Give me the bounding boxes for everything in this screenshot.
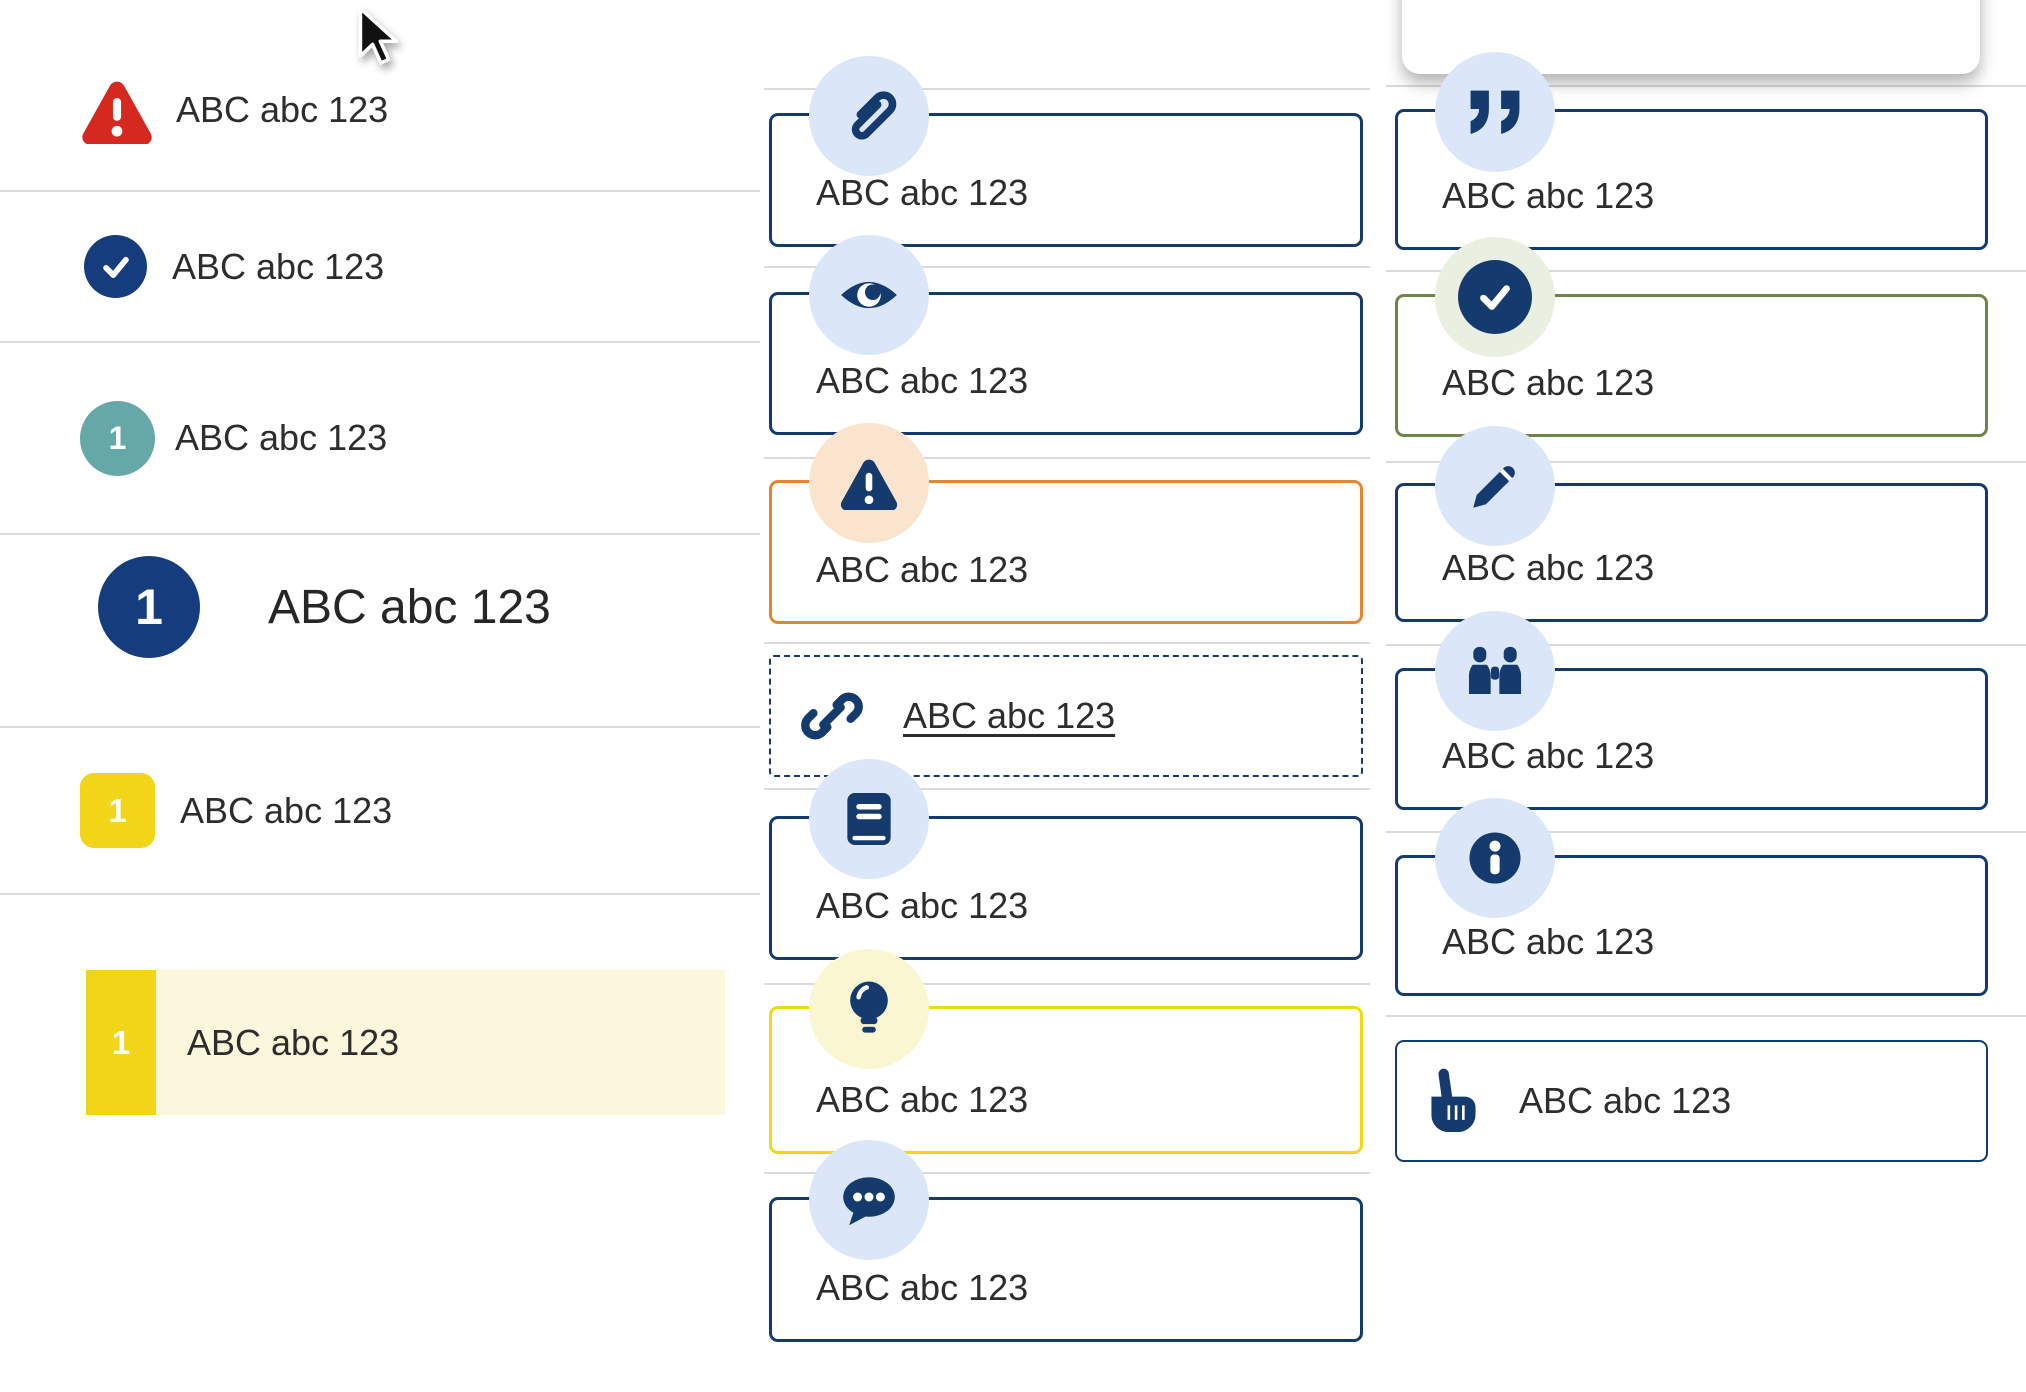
divider <box>764 788 1370 790</box>
callout-attachment: ABC abc 123 <box>769 56 1363 247</box>
callout-label: ABC abc 123 <box>1442 921 1655 962</box>
paperclip-icon <box>809 56 929 176</box>
callout-label: ABC abc 123 <box>816 1079 1029 1120</box>
pointing-hand-icon <box>1431 1068 1476 1133</box>
divider <box>764 1172 1370 1174</box>
callout-link-text[interactable]: ABC abc 123 <box>903 695 1116 736</box>
callout-info: ABC abc 123 <box>1395 798 1988 996</box>
eye-icon <box>809 235 929 355</box>
divider <box>1386 270 2026 272</box>
divider <box>0 533 760 535</box>
check-circle-icon <box>84 235 147 298</box>
callout-label: ABC abc 123 <box>816 885 1029 926</box>
callout-link[interactable]: ABC abc 123 <box>769 655 1363 777</box>
list-item-step-large: 1 ABC abc 123 <box>0 535 760 726</box>
callout-label: ABC abc 123 <box>1442 547 1655 588</box>
middle-callout-column: ABC abc 123 ABC abc 123 ABC abc 123 ABC … <box>764 0 1370 1342</box>
book-icon <box>809 759 929 879</box>
divider <box>0 893 760 895</box>
list-item-highlighted[interactable]: 1 ABC abc 123 <box>86 970 725 1115</box>
list-item-label: ABC abc 123 <box>172 245 385 287</box>
list-item-step-yellow: 1 ABC abc 123 <box>0 728 760 893</box>
warning-triangle-icon <box>82 81 152 144</box>
divider <box>1386 461 2026 463</box>
divider <box>764 642 1370 644</box>
divider <box>764 266 1370 268</box>
number-badge-teal: 1 <box>80 400 155 476</box>
callout-eye: ABC abc 123 <box>769 235 1363 435</box>
callout-label: ABC abc 123 <box>816 1267 1029 1308</box>
right-callout-column: ABC abc 123 ABC abc 123 ABC abc 123 ABC <box>1386 0 2026 1162</box>
divider <box>0 341 760 343</box>
divider <box>764 88 1370 90</box>
list-item-check: ABC abc 123 <box>0 192 760 341</box>
binoculars-icon <box>1435 611 1555 731</box>
check-circle-icon <box>1435 237 1555 357</box>
callout-warning: ABC abc 123 <box>769 423 1363 624</box>
mouse-cursor <box>358 6 399 65</box>
divider <box>1386 831 2026 833</box>
number-badge-square: 1 <box>80 773 155 848</box>
list-item-label: ABC abc 123 <box>175 417 388 458</box>
left-list-column: ABC abc 123 ABC abc 123 1 ABC abc 123 1 … <box>0 0 760 1115</box>
divider <box>764 457 1370 459</box>
list-item-heading: ABC abc 123 <box>268 580 551 634</box>
divider <box>1386 85 2026 87</box>
callout-book: ABC abc 123 <box>769 759 1363 960</box>
list-item-label: ABC abc 123 <box>180 789 393 831</box>
pencil-icon <box>1435 426 1555 546</box>
callout-label: ABC abc 123 <box>1442 735 1655 776</box>
number-badge-large: 1 <box>98 556 200 658</box>
list-item-warning: ABC abc 123 <box>0 30 760 190</box>
lightbulb-icon <box>809 949 929 1069</box>
list-item-label: ABC abc 123 <box>187 1021 400 1063</box>
divider <box>0 726 760 728</box>
callout-comment: ABC abc 123 <box>769 1140 1363 1342</box>
divider <box>1386 1015 2026 1017</box>
info-icon <box>1435 798 1555 918</box>
list-item-step-teal: 1 ABC abc 123 <box>0 343 760 533</box>
list-item-label: ABC abc 123 <box>176 89 389 130</box>
divider <box>1386 644 2026 646</box>
callout-quote: ABC abc 123 <box>1395 52 1988 250</box>
callout-label: ABC abc 123 <box>816 549 1029 590</box>
divider <box>0 190 760 192</box>
callout-label: ABC abc 123 <box>816 172 1029 213</box>
chat-bubble-icon <box>809 1140 929 1260</box>
callout-label: ABC abc 123 <box>1442 362 1655 403</box>
callout-label: ABC abc 123 <box>1442 175 1655 216</box>
number-badge-bar: 1 <box>86 970 156 1115</box>
callout-search: ABC abc 123 <box>1395 611 1988 810</box>
callout-label: ABC abc 123 <box>1519 1080 1732 1121</box>
callout-label: ABC abc 123 <box>816 360 1029 401</box>
link-icon <box>801 692 863 740</box>
callout-pointer: ABC abc 123 <box>1395 1040 1988 1162</box>
callout-edit: ABC abc 123 <box>1395 426 1988 622</box>
callout-success: ABC abc 123 <box>1395 237 1988 437</box>
quote-icon <box>1435 52 1555 172</box>
callout-tip: ABC abc 123 <box>769 949 1363 1154</box>
warning-triangle-icon <box>809 423 929 543</box>
divider <box>764 983 1370 985</box>
